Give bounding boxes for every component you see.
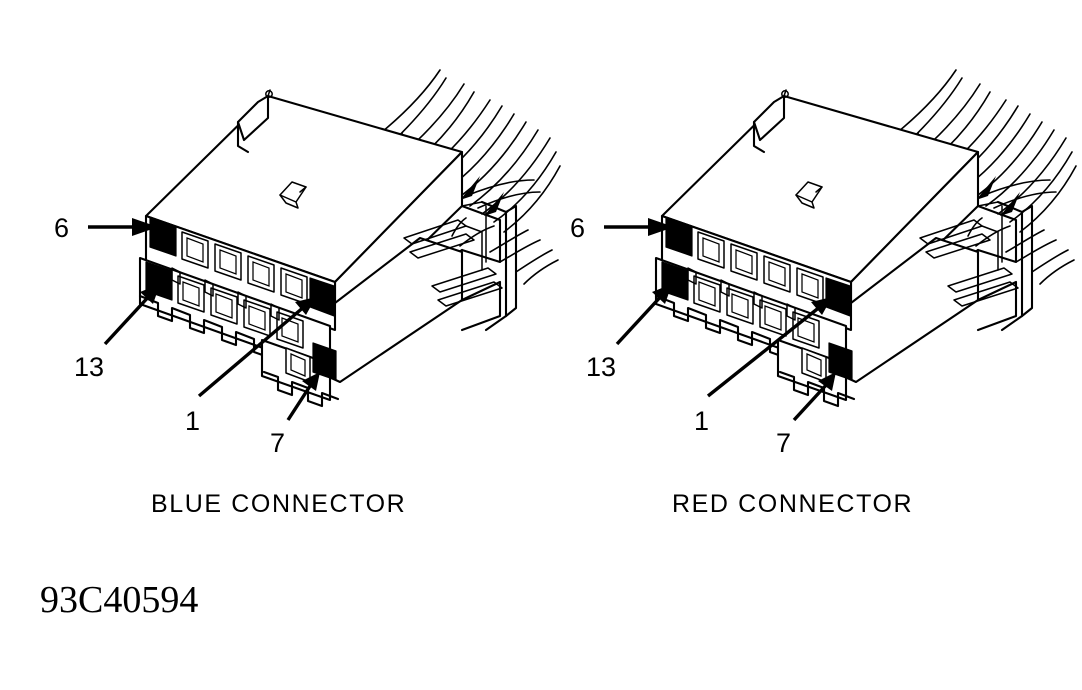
callout-label-1-blue: 1 [185,406,200,436]
caption-red-connector: RED CONNECTOR [672,490,913,518]
callout-label-7-blue: 7 [270,428,285,458]
leader-arrowhead-6-blue [132,218,158,236]
callout-label-13-red: 13 [586,352,616,382]
leader-line-1-blue [197,304,307,398]
row-divider-tabs-red [687,267,796,321]
pin-cavity-7-red [828,342,853,381]
leader-arrowhead-1-blue [295,297,316,315]
callout-label-6-red: 6 [570,213,585,243]
callout-1-blue: 1 [185,297,316,436]
rear-riser-red [752,94,786,142]
callout-13-red: 13 [586,284,672,382]
callout-label-6-blue: 6 [54,213,69,243]
latch-skirt-bottom-blue [262,370,340,408]
leader-line-13-blue [103,291,154,346]
connector-blue: 6 13 1 7 BLUE CONNECTOR [54,69,561,518]
pin-cavity-1-red [825,277,851,317]
latch-arms-blue [403,200,518,332]
row-divider-tabs-blue [171,267,280,321]
callout-label-1-red: 1 [694,406,709,436]
cavity-row-upper-blue [181,231,308,305]
leader-arrowhead-1-red [811,297,832,315]
leader-line-7-blue [286,382,314,421]
figure-id-label: 93C40594 [40,579,198,621]
caption-blue-connector: BLUE CONNECTOR [151,490,406,518]
callout-7-red: 7 [776,372,836,458]
leader-arrowhead-6-red [648,218,674,236]
callout-13-blue: 13 [74,284,160,382]
pin-cavity-1-blue [309,277,335,317]
riser-boss-blue [265,90,273,98]
callout-7-blue: 7 [270,372,320,458]
callout-6-red: 6 [570,213,674,243]
leader-arrowhead-13-blue [140,284,160,304]
leader-arrowhead-7-blue [302,372,320,391]
leader-line-7-red [792,381,830,422]
callout-label-7-red: 7 [776,428,791,458]
pin-cavity-7-blue [312,342,337,381]
latch-skirt-bottom-red [778,370,856,408]
callout-6-blue: 6 [54,213,158,243]
latch-arms-red [919,200,1034,332]
rear-riser-blue [236,94,270,142]
callout-label-13-blue: 13 [74,352,104,382]
riser-boss-red [781,90,789,98]
connector-red: 6 13 1 7 RED CONNECTOR [570,69,1077,518]
leader-line-13-red [615,291,666,346]
leader-arrowhead-7-red [818,372,836,391]
cavity-row-middle-red [693,275,820,349]
leader-arrowhead-13-red [652,284,672,304]
callout-1-red: 1 [694,297,832,436]
leader-line-1-red [706,304,823,398]
